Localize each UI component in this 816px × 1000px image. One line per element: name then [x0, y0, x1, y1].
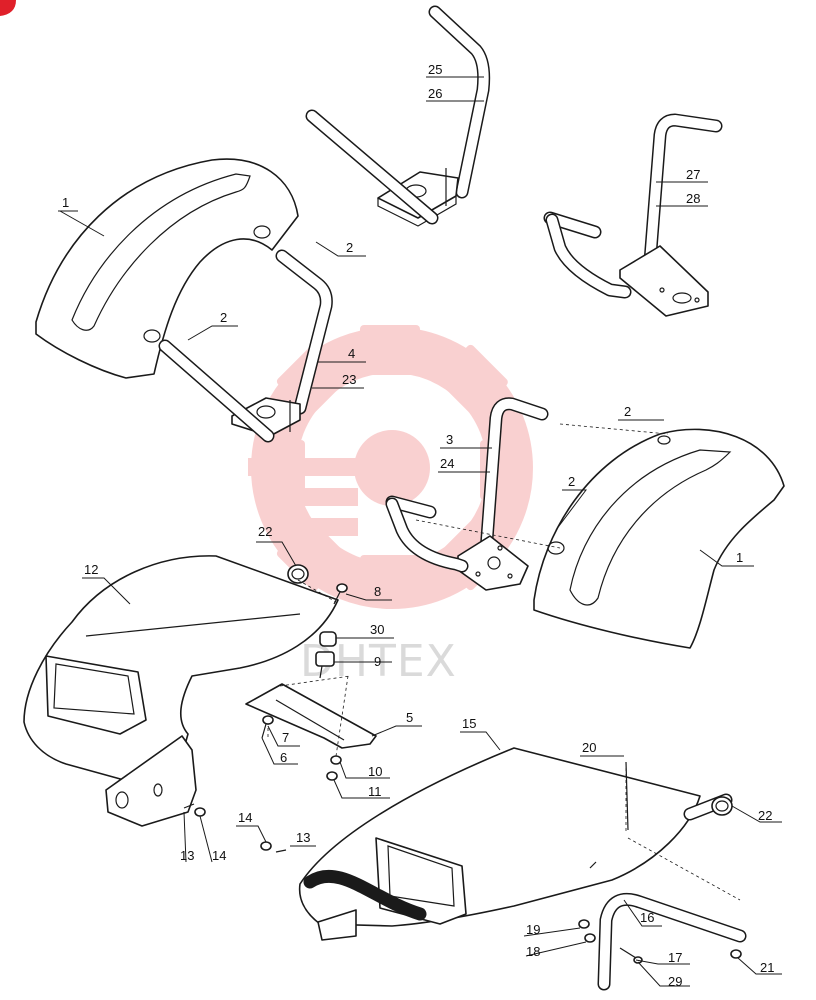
- callout-26: 26: [428, 86, 442, 101]
- callout-21: 21: [760, 960, 774, 975]
- callout-1-left: 1: [62, 195, 69, 210]
- callout-12: 12: [84, 562, 98, 577]
- callout-22-left: 22: [258, 524, 272, 539]
- callout-30: 30: [370, 622, 384, 637]
- callout-10: 10: [368, 764, 382, 779]
- bracket-5: [245, 675, 377, 757]
- callout-1-right: 1: [736, 550, 743, 565]
- callout-23: 23: [342, 372, 356, 387]
- callout-layer: [58, 76, 782, 987]
- callout-2-right-top: 2: [624, 404, 631, 419]
- callout-27: 27: [686, 167, 700, 182]
- callout-16: 16: [640, 910, 654, 925]
- callout-2-right-fender: 2: [568, 474, 575, 489]
- tray-right: [298, 747, 733, 941]
- callout-28: 28: [686, 191, 700, 206]
- callout-9: 9: [374, 654, 381, 669]
- callout-20: 20: [582, 740, 596, 755]
- nut-14-mid: [260, 841, 287, 853]
- support-bar-4-23: [158, 249, 333, 443]
- fender-left: [35, 158, 299, 379]
- bolt-8: [333, 583, 348, 605]
- callout-14-mid: 14: [238, 810, 252, 825]
- tray-left: [23, 555, 339, 827]
- callout-8: 8: [374, 584, 381, 599]
- callout-18: 18: [526, 944, 540, 959]
- fender-right: [533, 428, 785, 649]
- hardware-17-29: [619, 947, 643, 964]
- callout-17: 17: [668, 950, 682, 965]
- callout-4: 4: [348, 346, 355, 361]
- bolt-20: [625, 761, 629, 834]
- loop-handle-16: [597, 837, 747, 991]
- handle-bar-27-28: [543, 113, 723, 317]
- nut-19-18: [578, 919, 596, 943]
- handle-bar-25-26: [305, 5, 491, 227]
- callout-7: 7: [282, 730, 289, 745]
- callout-6: 6: [280, 750, 287, 765]
- callout-2-top: 2: [346, 240, 353, 255]
- callout-13-mid: 13: [296, 830, 310, 845]
- callout-19: 19: [526, 922, 540, 937]
- callout-2-left-fender: 2: [220, 310, 227, 325]
- bushing-22-right: [711, 796, 733, 816]
- callout-13-left: 13: [180, 848, 194, 863]
- corner-marker: [0, 0, 16, 16]
- support-bar-3-24: [385, 397, 549, 591]
- callout-labels: 25 26 1 2 27 28 2 4 23 2 3 24 2 1 22 12 …: [62, 62, 774, 989]
- callout-14-left: 14: [212, 848, 226, 863]
- callout-29: 29: [668, 974, 682, 989]
- callout-15: 15: [462, 716, 476, 731]
- callout-25: 25: [428, 62, 442, 77]
- callout-24: 24: [440, 456, 454, 471]
- nut-21: [730, 949, 742, 959]
- bushing-22-left: [287, 564, 309, 584]
- bushing-9: [315, 651, 335, 679]
- callout-11: 11: [368, 784, 382, 799]
- callout-5: 5: [406, 710, 413, 725]
- bolt-7-6: [261, 715, 274, 739]
- nut-10-11: [326, 755, 342, 781]
- callout-22-right: 22: [758, 808, 772, 823]
- callout-3: 3: [446, 432, 453, 447]
- bushing-30: [319, 631, 337, 647]
